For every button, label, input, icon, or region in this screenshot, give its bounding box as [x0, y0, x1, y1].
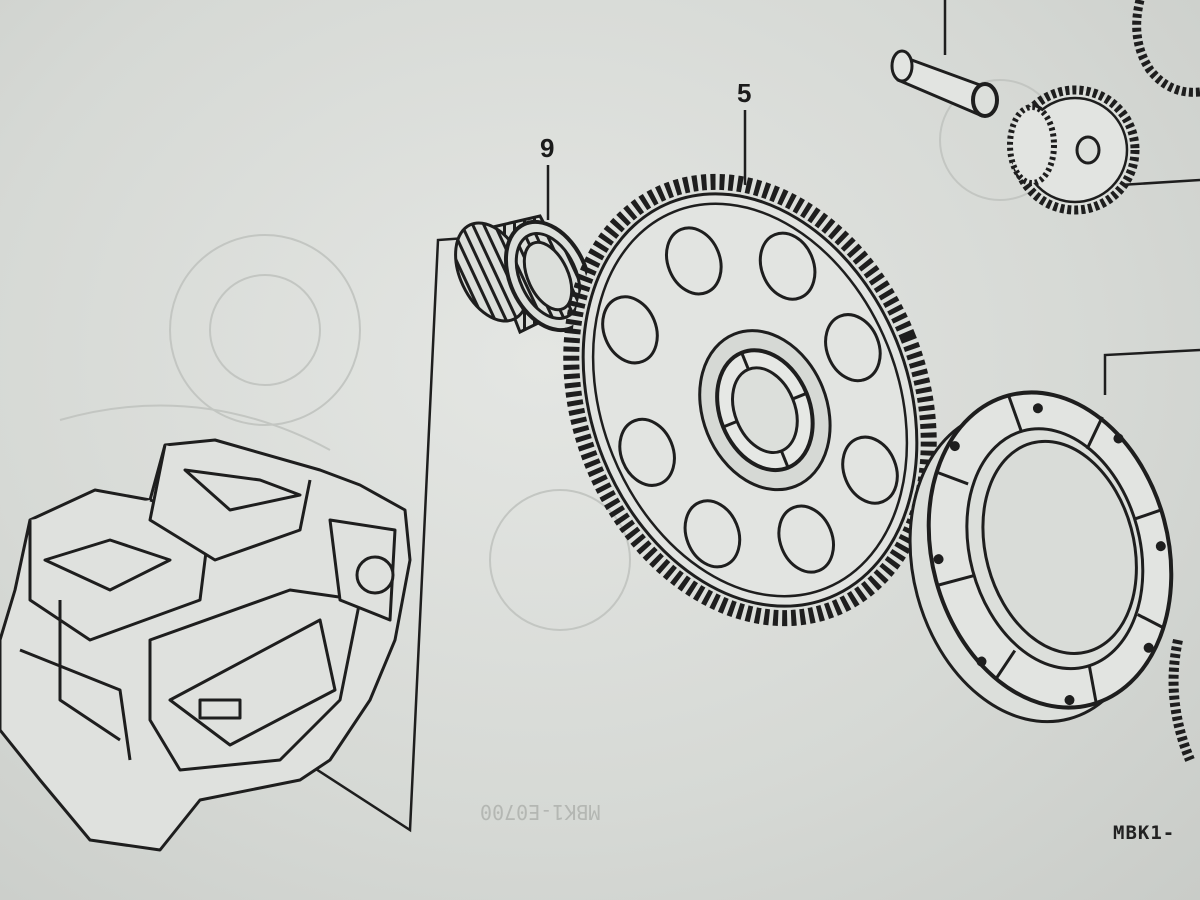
callout-5: 5: [737, 78, 752, 108]
idle-gear-icon: [1007, 0, 1200, 762]
leader-line-bearing: [301, 236, 467, 833]
callout-9: 9: [540, 133, 555, 163]
engine-icon: [0, 438, 412, 852]
figure-reference-code: MBK1-: [1113, 822, 1176, 844]
needle-bearing-icon: [454, 214, 593, 335]
clutch-outer-icon: [908, 390, 1174, 724]
leader-line-idle-gear: [1119, 178, 1200, 187]
bleed-through-text: MBK1-E0700: [480, 800, 601, 824]
shaft-icon: [890, 49, 999, 118]
starter-driven-gear-icon: [563, 173, 937, 627]
leader-line-clutch: [1103, 348, 1200, 395]
